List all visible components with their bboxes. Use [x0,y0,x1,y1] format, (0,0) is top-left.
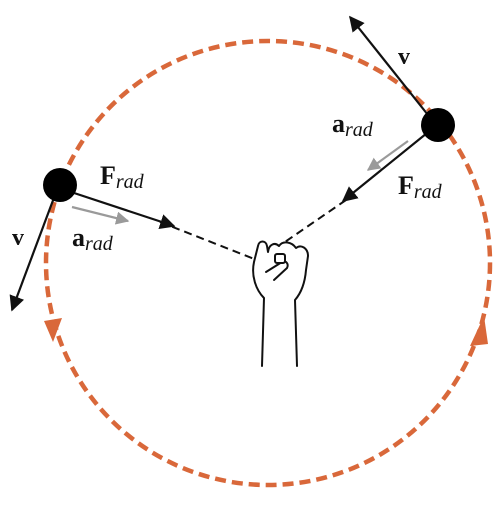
left-force-vector [64,188,176,229]
left-velocity-label: v [12,225,24,251]
right-velocity-vector [349,15,433,121]
left-direction-arrowhead-icon [44,318,62,342]
right-force-label: Frad [398,171,443,203]
right-force-subscript: rad [414,181,443,203]
circular-path [43,38,493,488]
right-force-symbol: F [398,171,414,200]
left-particle [43,168,77,202]
hand-icon [252,240,309,367]
right-acceleration-label: arad [332,109,374,141]
left-acceleration-label: arad [72,223,114,255]
left-string [159,221,263,263]
left-force-subscript: rad [116,171,145,193]
right-particle [421,108,455,142]
right-force-vector [341,128,433,202]
left-acceleration-subscript: rad [85,233,114,255]
left-velocity-vector [9,194,57,312]
right-velocity-label: v [398,44,410,70]
left-acceleration-vector [71,205,130,225]
right-acceleration-vector [366,140,409,171]
left-force-symbol: F [100,161,116,190]
left-acceleration-symbol: a [72,223,85,252]
right-acceleration-symbol: a [332,109,345,138]
right-acceleration-subscript: rad [345,119,374,141]
right-string [281,199,347,245]
right-direction-arrowhead-icon [470,316,488,346]
left-force-label: Frad [100,161,145,193]
